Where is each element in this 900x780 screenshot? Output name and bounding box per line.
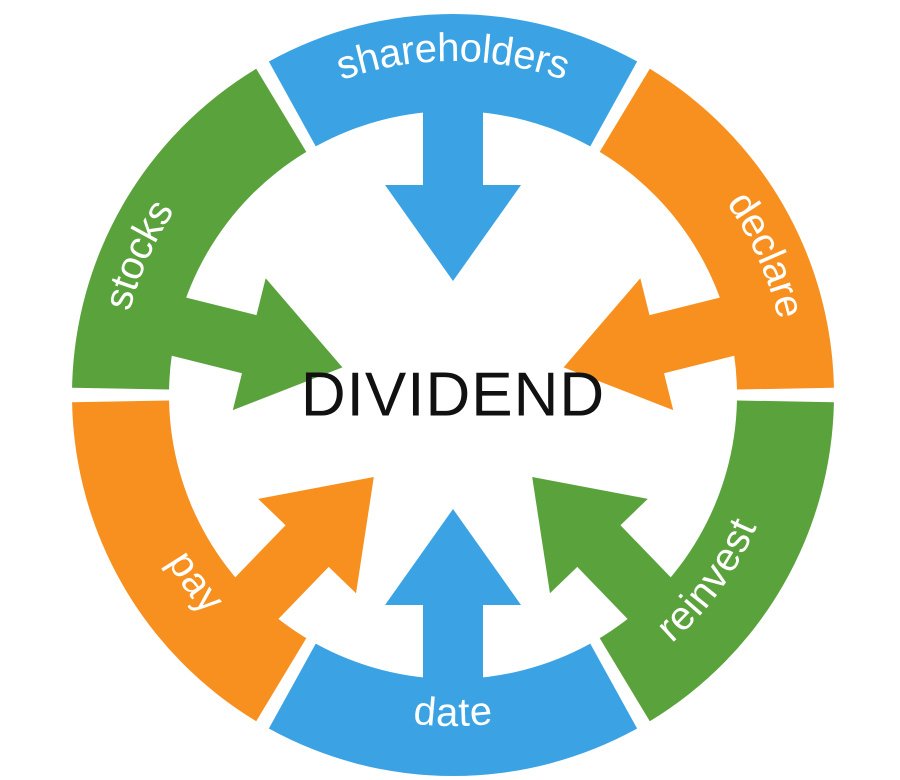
- ring-segment-declare[interactable]: [599, 68, 834, 390]
- ring-segment-stocks[interactable]: [72, 68, 307, 390]
- inward-arrow-shareholders[interactable]: [385, 509, 521, 683]
- ring-segment-reinvest[interactable]: [599, 400, 834, 722]
- ring-segments-layer: [72, 14, 834, 776]
- center-label: DIVIDEND: [301, 361, 605, 430]
- ring-segment-date[interactable]: [268, 643, 638, 776]
- inward-arrow-pay[interactable]: [547, 259, 749, 433]
- inward-arrow-declare[interactable]: [204, 430, 423, 650]
- segment-label-date: date: [412, 689, 494, 735]
- ring-segment-pay[interactable]: [72, 400, 307, 722]
- inward-arrow-stocks[interactable]: [483, 430, 702, 650]
- inward-arrow-reinvest[interactable]: [157, 259, 359, 433]
- inward-arrow-date[interactable]: [385, 107, 521, 281]
- inward-arrows-layer: [157, 107, 749, 683]
- ring-segment-shareholders[interactable]: [268, 14, 638, 147]
